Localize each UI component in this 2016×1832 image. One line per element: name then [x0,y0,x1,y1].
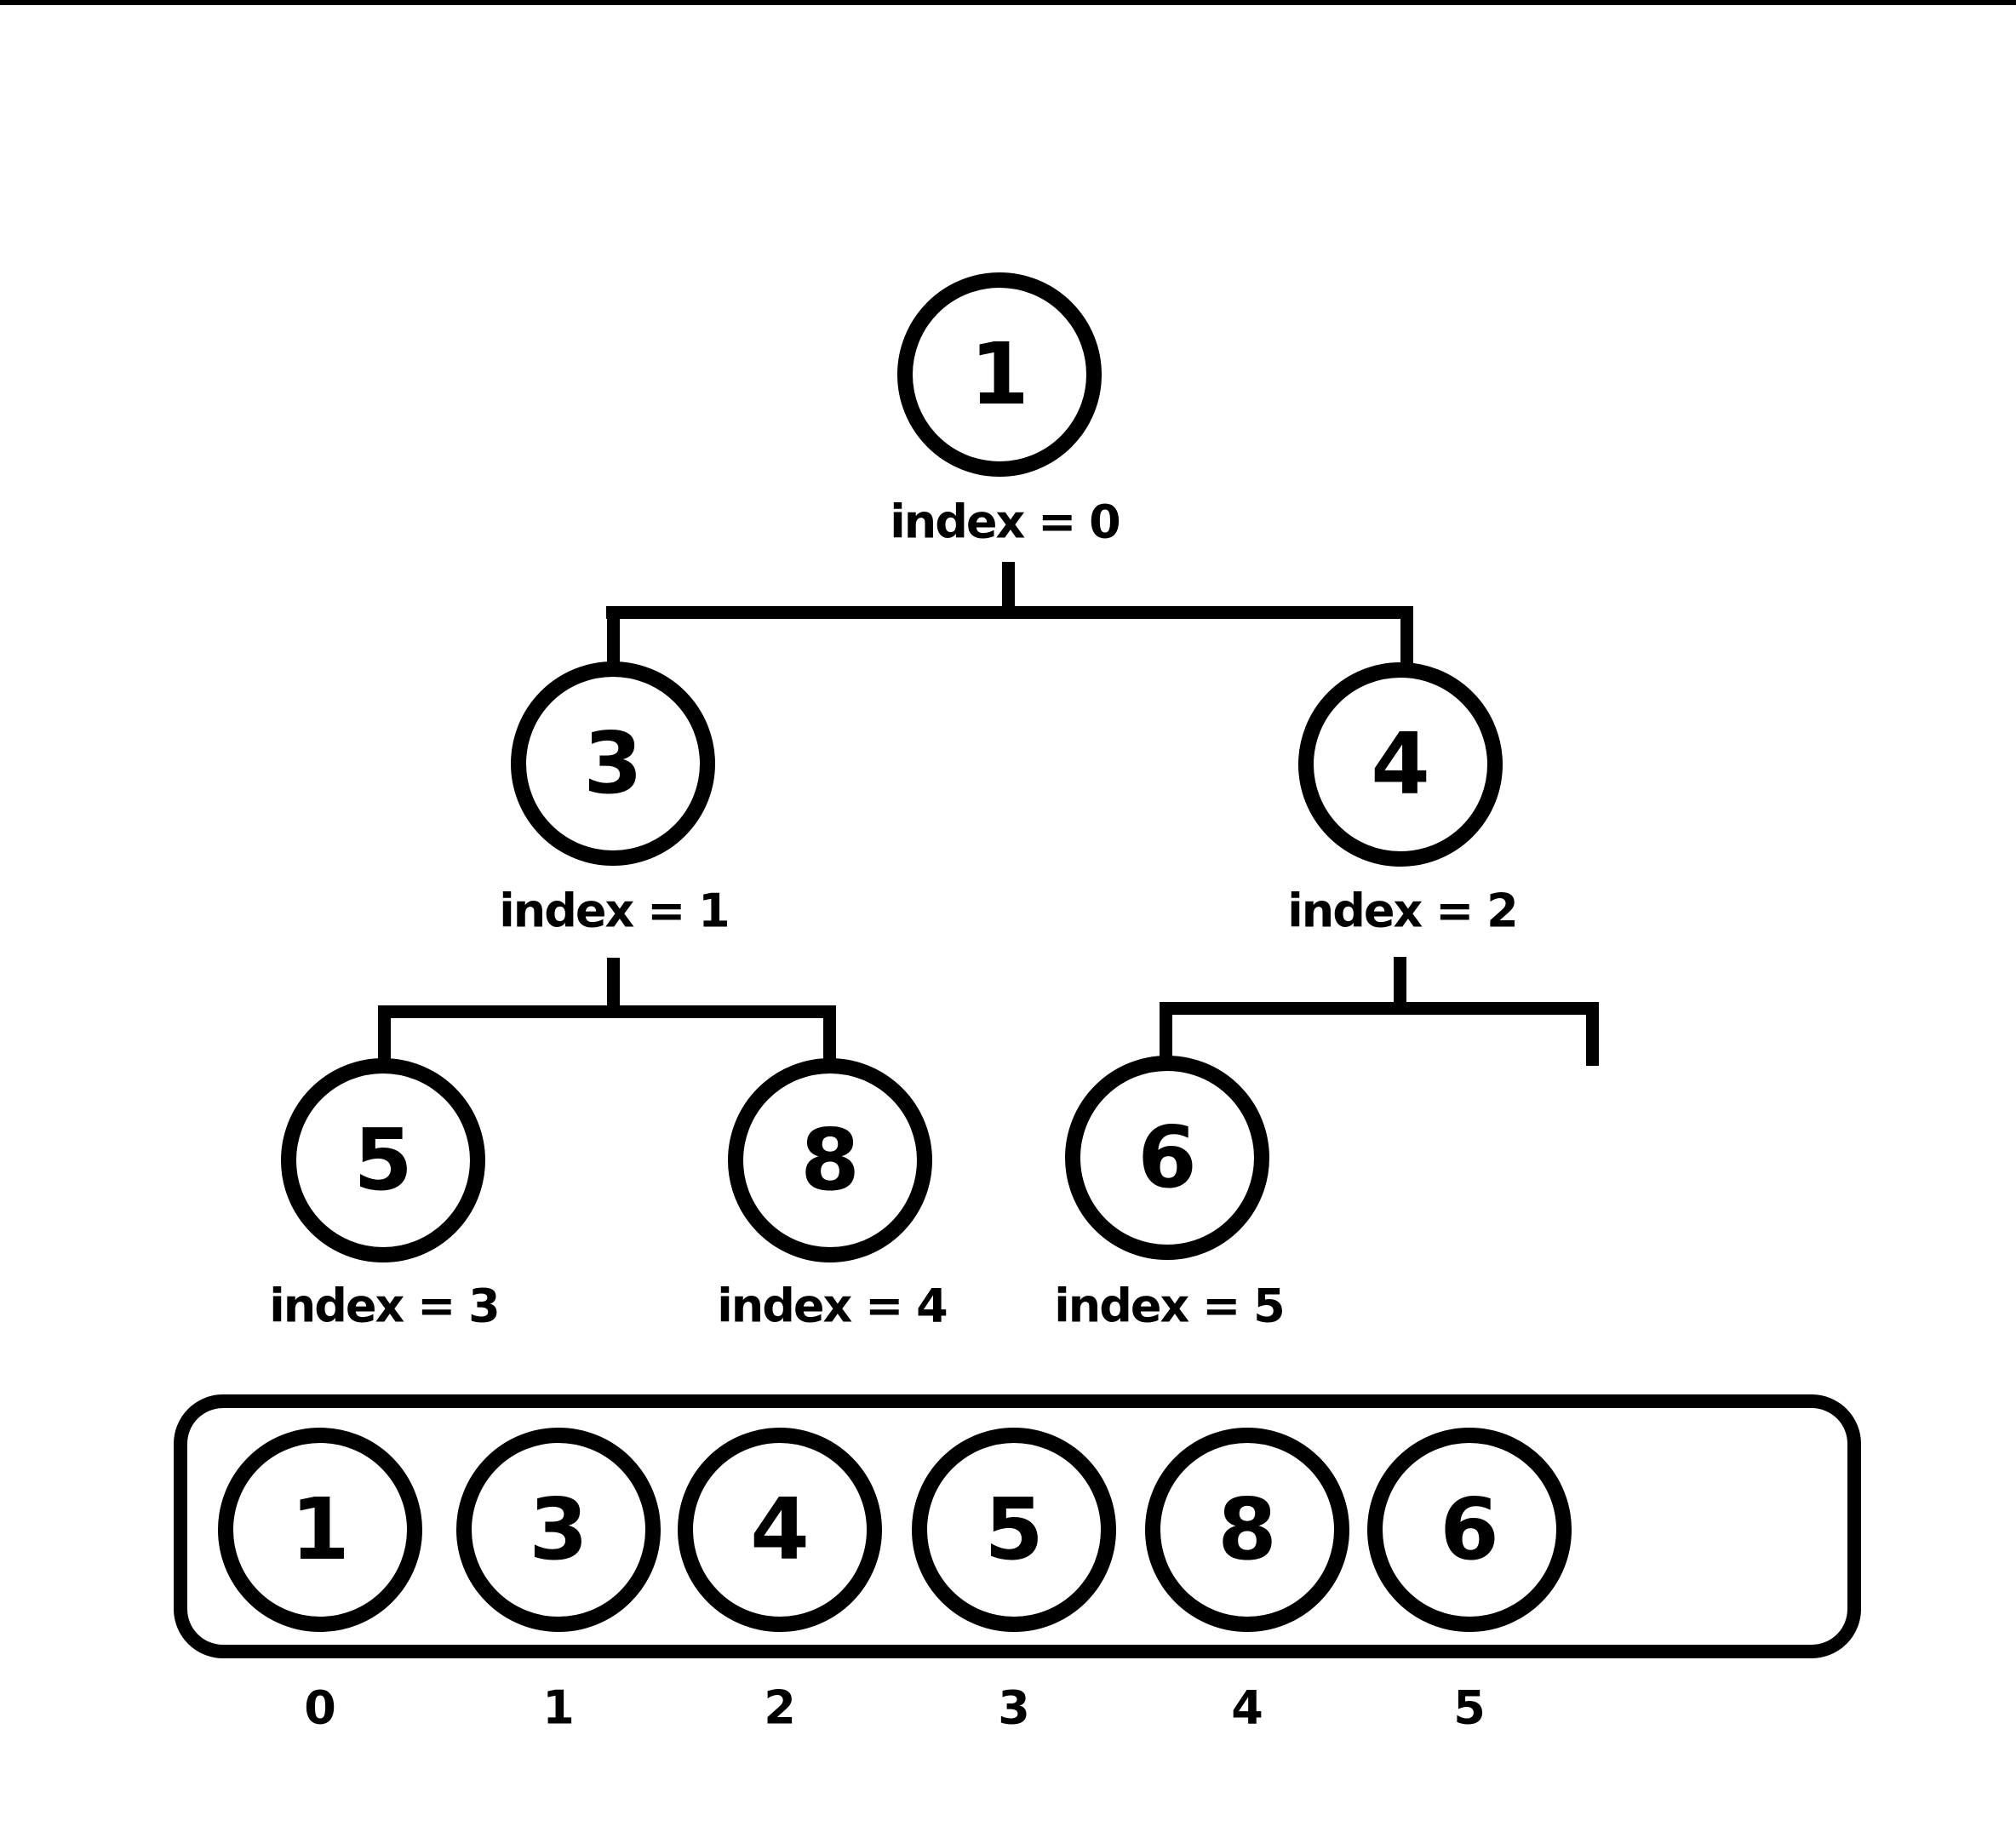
tree-node-index-4-label: index = 4 [717,1279,948,1333]
edge-level1-bar [606,606,1413,619]
array-cell-value: 1 [290,1480,350,1579]
tree-node-index-1-label: index = 1 [499,884,730,938]
edge-node3-stub [607,958,620,1017]
tree-node-index-1: 3 [511,661,715,866]
array-index-0: 0 [304,1680,336,1735]
tree-node-value: 3 [583,713,643,813]
tree-node-value: 1 [970,324,1029,424]
array-cell-value: 4 [750,1480,810,1579]
array-index-3: 3 [998,1680,1030,1735]
array-index-2: 2 [764,1680,796,1735]
tree-node-index-5-label: index = 5 [1054,1279,1285,1333]
edge-drop-to-node5 [378,1005,391,1059]
tree-node-value: 8 [800,1110,860,1210]
tree-node-index-5: 6 [1065,1056,1269,1260]
edge-level2-left-bar [378,1005,836,1018]
tree-node-index-3: 5 [281,1058,485,1262]
edge-level2-right-bar [1160,1002,1599,1015]
tree-node-index-3-label: index = 3 [269,1279,500,1333]
tree-node-value: 4 [1371,714,1430,814]
edge-drop-to-node4 [1400,606,1413,663]
tree-node-index-4: 8 [728,1058,932,1262]
tree-node-value: 6 [1137,1108,1197,1207]
array-cell-value: 5 [984,1480,1044,1579]
array-index-1: 1 [542,1680,575,1735]
array-cell-4: 8 [1145,1428,1349,1632]
array-cell-value: 3 [529,1480,588,1579]
array-index-4: 4 [1231,1680,1263,1735]
tree-node-index-0-label: index = 0 [890,495,1120,549]
array-cell-0: 1 [218,1428,422,1632]
tree-node-index-2: 4 [1298,662,1503,867]
top-border-strip [0,0,2016,5]
array-cell-3: 5 [912,1428,1116,1632]
array-index-5: 5 [1453,1680,1486,1735]
array-cell-value: 6 [1440,1480,1499,1579]
edge-root-stub [1002,562,1015,617]
edge-drop-to-node6 [1160,1002,1172,1056]
array-cell-1: 3 [456,1428,661,1632]
array-cell-2: 4 [678,1428,882,1632]
array-cell-5: 6 [1367,1428,1572,1632]
edge-drop-to-node3 [607,606,620,662]
edge-drop-to-node8 [823,1005,836,1059]
tree-node-value: 5 [353,1110,413,1210]
array-cell-value: 8 [1217,1480,1277,1579]
tree-node-index-0: 1 [897,272,1102,477]
edge-empty-child-stub [1586,1002,1599,1066]
tree-node-index-2-label: index = 2 [1287,884,1518,938]
edge-node4-stub [1394,957,1406,1014]
